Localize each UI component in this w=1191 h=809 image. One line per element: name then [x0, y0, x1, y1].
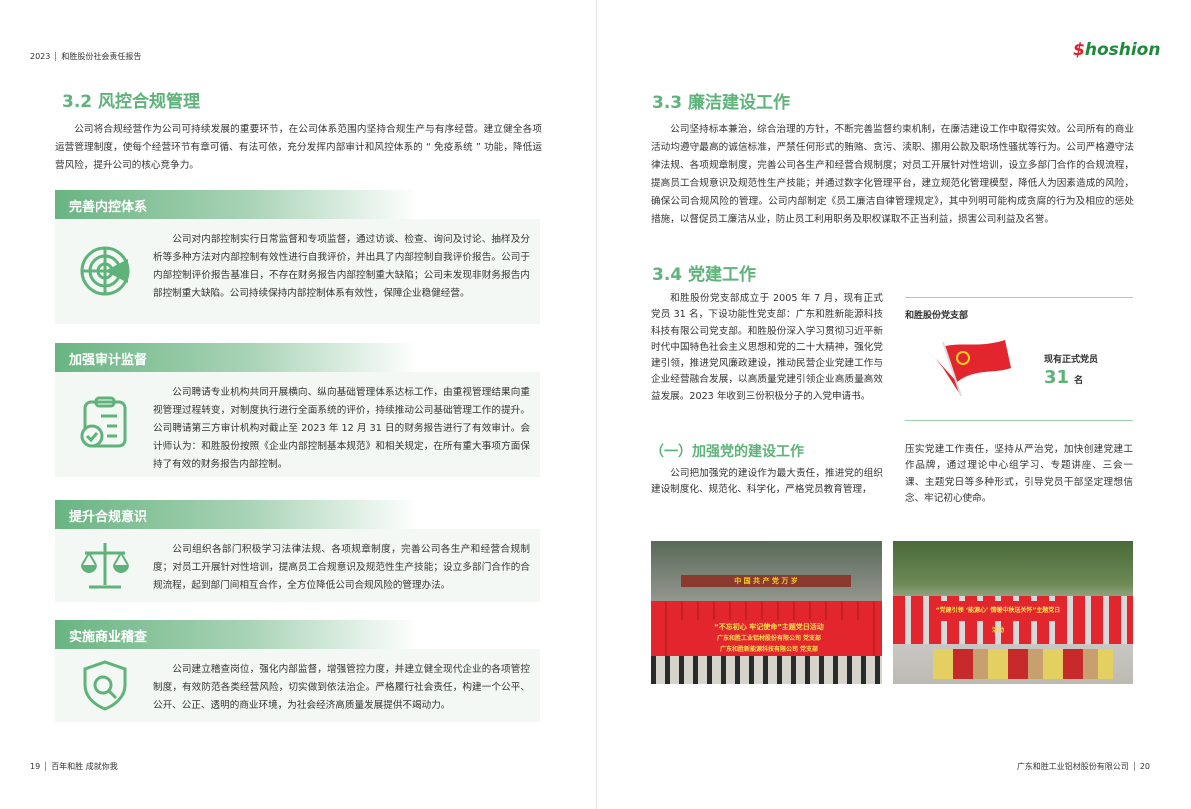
party-stat-box: 和胜股份党支部 现有正式党员 31 名 [905, 297, 1133, 421]
footer-right: 广东和胜工业铝材股份有限公司 20 [1017, 761, 1150, 772]
party-member-count: 31 名 [1044, 367, 1083, 388]
section-title-3-2: 3.2 风控合规管理 [62, 92, 201, 112]
subsection-text-left: 公司把加强党的建设作为最大责任，推进党的组织建设制度化、规范化、科学化，严格党员… [651, 468, 883, 496]
running-header: 2023 和胜股份社会责任报告 [30, 51, 141, 62]
integrity-paragraph: 公司坚持标本兼治，综合治理的方针，不断完善监督约束机制，在廉洁建设工作中取得实效… [651, 124, 1134, 225]
charity-activity-photo: “党建引领 ‘能源心’ 情暖中秋送关怀”主题党日活动 [893, 541, 1133, 684]
photo-arch-sign: 中 国 共 产 党 万 岁 [681, 575, 851, 587]
section-title-3-3: 3.3 廉洁建设工作 [652, 93, 791, 113]
card-audit-inspection: 公司建立稽查岗位，强化内部监督，增强管控力度，并建立健全现代企业的各项管控制度，… [55, 649, 540, 722]
clipboard-check-icon [80, 396, 127, 448]
photo-banner: “党建引领 ‘能源心’ 情暖中秋送关怀”主题党日活动 [933, 601, 1063, 634]
card-text: 公司建立稽查岗位，强化内部监督，增强管控力度，并建立健全现代企业的各项管控制度，… [153, 664, 530, 711]
logo-mark: $ [1073, 40, 1085, 60]
page-number: 19 [30, 762, 41, 771]
page-number: 20 [1139, 762, 1150, 771]
report-year: 2023 [30, 52, 51, 61]
photo-banner: “不忘初心 牢记使命”主题党日活动 广东和胜工业铝材股份有限公司 党支部 广东和… [679, 620, 859, 656]
party-member-label: 现有正式党员 [1044, 355, 1099, 365]
report-title: 和胜股份社会责任报告 [61, 52, 142, 61]
people-legs [651, 656, 882, 684]
footer-slogan: 百年和胜 成就你我 [51, 762, 118, 771]
footer-left: 19 百年和胜 成就你我 [30, 761, 118, 772]
card-text: 公司对内部控制实行日常监督和专项监督，通过访谈、检查、询问及讨论、抽样及分析等多… [153, 234, 530, 299]
card-title-compliance: 提升合规意识 [55, 500, 540, 529]
subsection-title: （一）加强党的建设工作 [650, 444, 804, 460]
party-paragraph: 和胜股份党支部成立于 2005 年 7 月，现有正式党员 31 名，下设功能性党… [651, 293, 883, 402]
intro-paragraph: 公司将合规经营作为公司可持续发展的重要环节，在公司体系范围内坚持合规生产与有序经… [55, 124, 542, 171]
card-compliance: 公司组织各部门积极学习法律法规、各项规章制度，完善公司各生产和经营合规制度；对员… [55, 529, 540, 602]
donated-goods [933, 649, 1113, 679]
banner-line-1: “不忘初心 牢记使命”主题党日活动 [714, 623, 824, 631]
card-audit: 公司聘请专业机构共同开展横向、纵向基础管理体系达标工作，由重视管理结果向重视管理… [55, 372, 540, 477]
footer-company: 广东和胜工业铝材股份有限公司 [1016, 762, 1129, 771]
member-count-value: 31 [1044, 367, 1070, 388]
member-count-unit: 名 [1074, 376, 1084, 386]
card-title-internal-control: 完善内控体系 [55, 190, 540, 219]
banner-line-2: 广东和胜工业铝材股份有限公司 党支部 [716, 635, 822, 642]
subsection-text-right: 压实党建工作责任，坚持从严治党，加快创建党建工作品牌，通过理论中心组学习、专题讲… [905, 444, 1133, 504]
logo-text: hoshion [1084, 40, 1161, 60]
party-flag-icon [935, 340, 1011, 397]
section-title-3-4: 3.4 党建工作 [652, 265, 757, 285]
scales-icon [81, 543, 129, 589]
card-text: 公司组织各部门积极学习法律法规、各项规章制度，完善公司各生产和经营合规制度；对员… [153, 544, 530, 591]
banner-line-3: 广东和胜新能源科技有限公司 党支部 [719, 646, 819, 653]
party-branch-label: 和胜股份党支部 [905, 311, 969, 321]
card-internal-control: 公司对内部控制实行日常监督和专项监督，通过访谈、检查、询问及讨论、抽样及分析等多… [55, 219, 540, 324]
radar-target-icon [80, 246, 130, 296]
page-fold [596, 0, 597, 809]
card-title-audit-inspection: 实施商业稽查 [55, 620, 540, 649]
card-text: 公司聘请专业机构共同开展横向、纵向基础管理体系达标工作，由重视管理结果向重视管理… [153, 387, 530, 470]
hoshion-logo: $hoshion [1073, 40, 1160, 60]
shield-search-icon [83, 660, 127, 711]
card-title-audit: 加强审计监督 [55, 343, 540, 372]
party-day-photo: 中 国 共 产 党 万 岁 “不忘初心 牢记使命”主题党日活动 广东和胜工业铝材… [651, 541, 882, 684]
